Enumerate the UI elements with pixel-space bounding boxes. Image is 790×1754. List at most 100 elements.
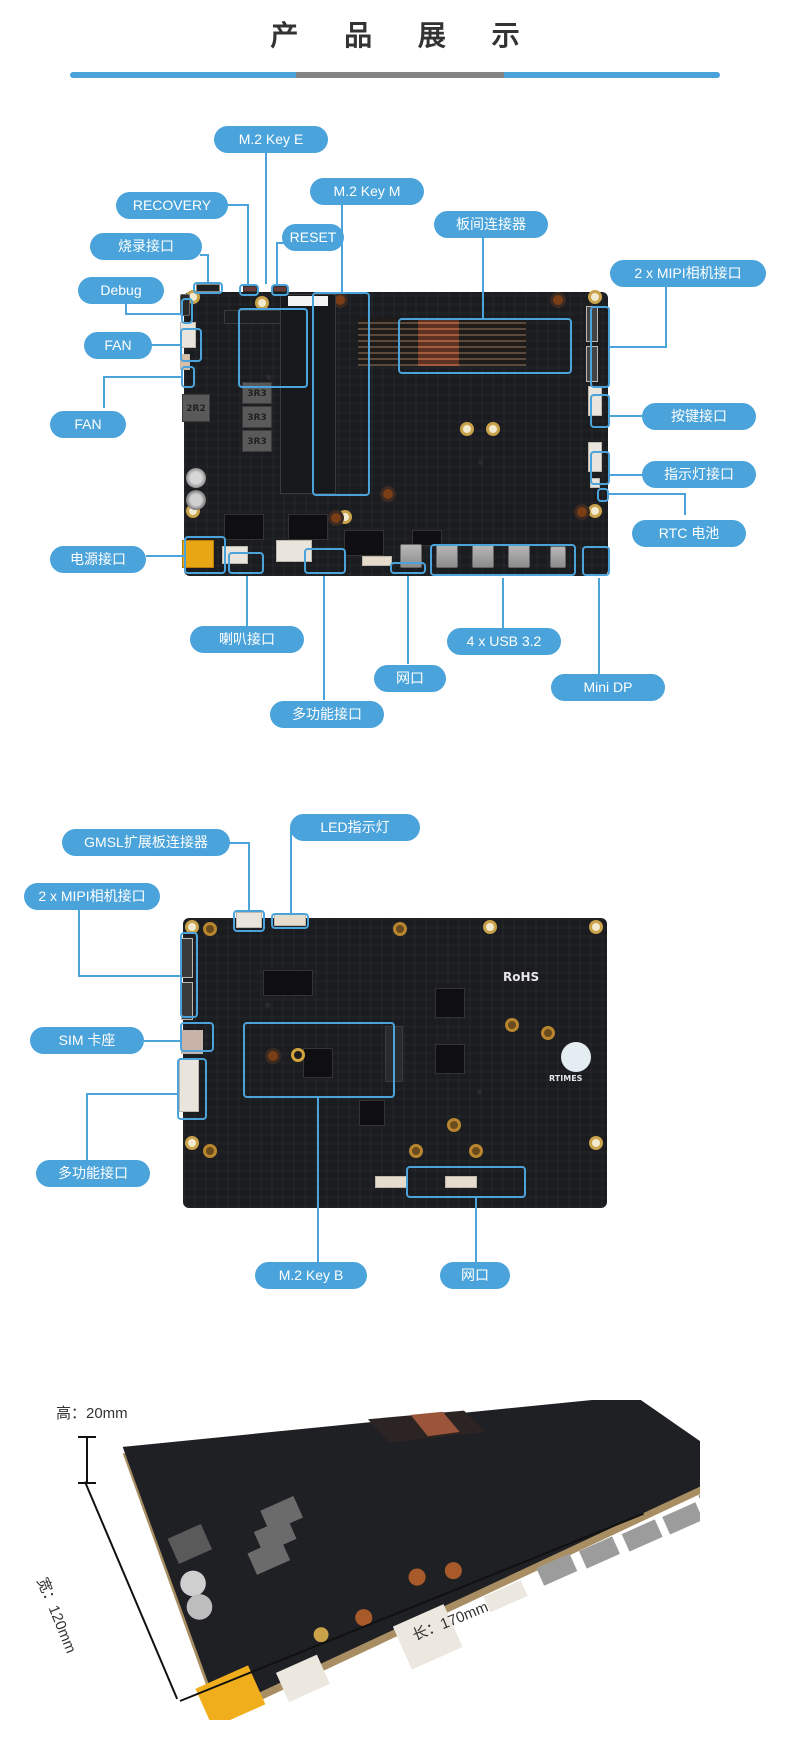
chip <box>303 1048 333 1078</box>
height-dim-vertical <box>86 1436 88 1484</box>
leader-line <box>150 344 180 346</box>
highlight-button-port <box>590 394 610 428</box>
mounting-hole <box>203 1144 217 1158</box>
highlight-multi-function <box>177 1058 207 1120</box>
mounting-hole <box>291 1048 305 1062</box>
mounting-hole <box>185 1136 199 1150</box>
leader-line <box>226 204 248 206</box>
copper-standoff <box>328 510 344 526</box>
highlight-debug <box>181 298 193 324</box>
leader-line <box>341 204 343 292</box>
leader-line <box>684 493 686 515</box>
label-board-to-board: 板间连接器 <box>434 211 548 238</box>
mounting-hole <box>393 922 407 936</box>
mounting-hole <box>483 920 497 934</box>
leader-line <box>610 415 644 417</box>
highlight-speaker <box>228 552 264 574</box>
rohs-mark: RoHS <box>503 970 540 984</box>
capacitor <box>186 490 206 510</box>
usb-c-port <box>662 1502 700 1535</box>
label-recovery: RECOVERY <box>116 192 228 219</box>
label-m2-key-e: M.2 Key E <box>214 126 328 153</box>
label-sim: SIM 卡座 <box>30 1027 144 1054</box>
inductor-2r2: 2R2 <box>182 394 210 422</box>
highlight-sim <box>180 1022 214 1052</box>
label-rtc-battery: RTC 电池 <box>632 520 746 547</box>
chip <box>412 530 442 546</box>
leader-line <box>246 576 248 628</box>
mounting-hole <box>505 1018 519 1032</box>
label-m2-key-m: M.2 Key M <box>310 178 424 205</box>
highlight-reset <box>271 284 289 296</box>
mounting-hole <box>313 1627 329 1643</box>
mounting-hole <box>203 922 217 936</box>
flash-usb-port <box>196 284 220 292</box>
copper-standoff <box>550 292 566 308</box>
highlight-led <box>271 913 309 929</box>
copper-standoff <box>444 1562 462 1580</box>
leader-line <box>200 254 208 256</box>
chip <box>435 988 465 1018</box>
leader-line <box>610 474 644 476</box>
fan-connector-small <box>180 354 190 370</box>
label-flash-port: 烧录接口 <box>90 233 202 260</box>
highlight-flash-port <box>193 282 223 294</box>
mipi-connector <box>586 346 598 382</box>
mounting-hole <box>486 422 500 436</box>
label-reset: RESET <box>282 224 344 251</box>
label-power-port: 电源接口 <box>50 546 146 573</box>
copper-standoff <box>408 1568 426 1586</box>
highlight-fan-1 <box>180 328 202 362</box>
leader-line <box>475 1198 477 1262</box>
leader-line <box>609 493 685 495</box>
leader-line <box>502 578 504 628</box>
ethernet-connector <box>445 1176 477 1188</box>
m2-key-m-card <box>280 294 336 494</box>
label-mini-dp: Mini DP <box>551 674 665 701</box>
chip <box>359 1100 385 1126</box>
leader-line <box>125 300 127 314</box>
title-divider-right <box>504 72 720 78</box>
label-gmsl: GMSL扩展板连接器 <box>62 829 230 856</box>
leader-line <box>598 578 600 674</box>
ethernet-connector <box>375 1176 407 1188</box>
highlight-board-to-board <box>398 318 572 374</box>
ethernet-connector <box>483 1580 528 1613</box>
multi-function-connector <box>392 1604 463 1670</box>
label-m2-key-b: M.2 Key B <box>255 1262 367 1289</box>
usb-c-port <box>578 1536 620 1569</box>
mounting-hole <box>460 422 474 436</box>
leader-line <box>665 286 667 348</box>
leader-line <box>125 313 181 315</box>
board-to-board-copper <box>410 1411 460 1437</box>
ethernet-connector <box>362 556 392 566</box>
leader-line <box>276 242 278 284</box>
label-usb: 4 x USB 3.2 <box>447 628 561 655</box>
width-dimension: 宽：120mm <box>33 1575 80 1656</box>
leader-line <box>248 842 250 910</box>
label-mipi-camera: 2 x MIPI相机接口 <box>24 883 160 910</box>
leader-line <box>144 1040 180 1042</box>
pcb-bottom-view: RoHS RTIMES <box>179 918 607 1208</box>
highlight-indicator-port <box>590 451 610 485</box>
label-indicator-port: 指示灯接口 <box>642 461 756 488</box>
highlight-fan-2 <box>181 366 195 388</box>
copper-standoff <box>574 504 590 520</box>
mounting-hole <box>588 290 602 304</box>
usb-c-port <box>536 1553 578 1586</box>
label-led: LED指示灯 <box>290 814 420 841</box>
label-mipi-camera: 2 x MIPI相机接口 <box>610 260 766 287</box>
brand-text: RTIMES <box>549 1074 583 1083</box>
power-connector <box>195 1665 266 1720</box>
copper-standoff <box>380 486 396 502</box>
label-ethernet: 网口 <box>440 1262 510 1289</box>
capacitor <box>186 1594 213 1620</box>
label-debug: Debug <box>78 277 164 304</box>
inductor <box>260 1496 303 1533</box>
leader-line <box>482 236 484 318</box>
leader-line <box>86 1093 88 1163</box>
leader-line <box>276 242 284 244</box>
label-button-port: 按键接口 <box>642 403 756 430</box>
leader-line <box>78 910 80 976</box>
inductor <box>167 1523 213 1565</box>
